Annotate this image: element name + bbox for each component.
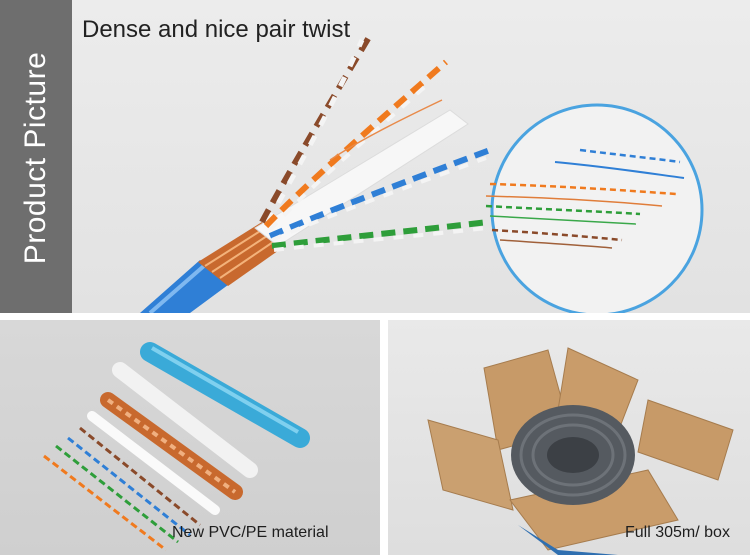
green-pair bbox=[271, 219, 489, 249]
material-panel: New PVC/PE material bbox=[0, 320, 380, 555]
white-tube bbox=[112, 362, 258, 478]
box-caption: Full 305m/ box bbox=[625, 524, 730, 541]
cable-box-illustration bbox=[427, 347, 734, 555]
clear-strip bbox=[87, 411, 220, 515]
twisted-pair-cable-illustration bbox=[140, 30, 704, 313]
material-caption: New PVC/PE material bbox=[172, 524, 329, 541]
blue-pair bbox=[268, 147, 492, 239]
cable-materials-illustration bbox=[43, 342, 310, 552]
side-label-text: Product Picture bbox=[19, 51, 52, 265]
box-panel: Full 305m/ box bbox=[388, 320, 750, 555]
separator-strip bbox=[254, 109, 469, 247]
box-base bbox=[518, 525, 618, 555]
green-wire bbox=[55, 444, 179, 544]
blue-wire bbox=[67, 436, 191, 537]
blue-tube bbox=[140, 342, 310, 448]
top-caption: Dense and nice pair twist bbox=[82, 16, 351, 43]
box-flap-left bbox=[427, 419, 514, 511]
orange-wire bbox=[43, 454, 167, 552]
magnified-wires bbox=[485, 148, 685, 249]
brown-wire bbox=[79, 426, 201, 527]
top-product-panel: Product Picture Dense and nice pair twis… bbox=[0, 0, 750, 313]
side-label-bar: Product Picture bbox=[0, 0, 72, 313]
box-flap-right bbox=[637, 399, 734, 481]
magnifier-circle bbox=[490, 103, 704, 313]
